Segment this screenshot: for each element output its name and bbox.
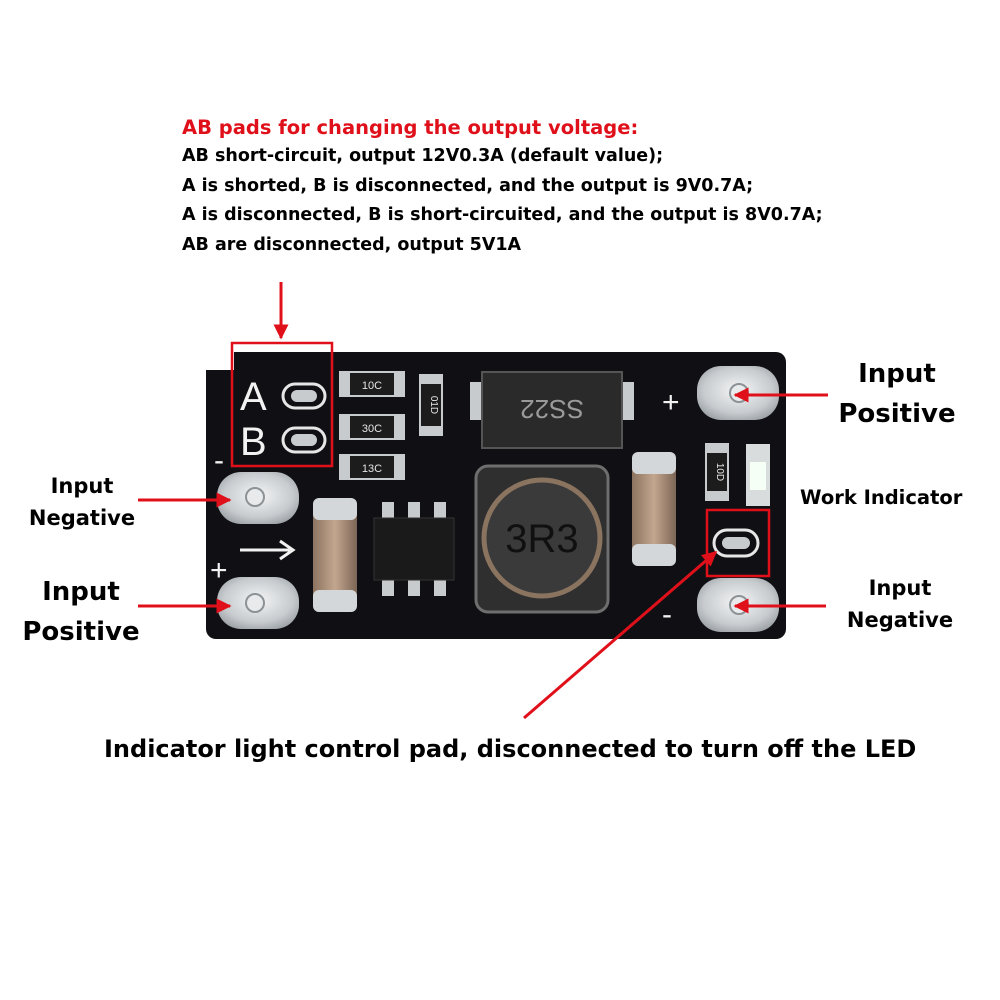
label-input-positive-left-line1: Input	[42, 577, 120, 607]
silk-minus-left: -	[214, 444, 224, 477]
diode-code: SS22	[520, 394, 584, 424]
label-input-positive-right-line1: Input	[858, 359, 936, 389]
header-callout: AB pads for changing the output voltage:…	[182, 114, 823, 260]
label-input-negative-left-line1: Input	[50, 474, 114, 498]
header-title: AB pads for changing the output voltage:	[182, 116, 639, 139]
header-line-4: AB are disconnected, output 5V1A	[182, 234, 522, 255]
label-input-negative-left-line2: Negative	[28, 506, 136, 530]
label-input-positive-left-line2: Positive	[22, 617, 140, 647]
capacitor-right	[632, 452, 676, 566]
resistor-3-code: 13C	[362, 463, 382, 475]
inductor-code: 3R3	[505, 517, 578, 561]
led-work-indicator	[746, 444, 770, 506]
resistor-5-code: 10D	[714, 463, 725, 481]
resistor-1: 10C	[339, 371, 405, 397]
silk-flow-arrow	[240, 539, 296, 561]
resistor-4: 01D	[419, 374, 443, 436]
pad-input-negative-left	[217, 472, 299, 524]
led-control-pad	[712, 528, 760, 558]
resistor-4-code: 01D	[428, 396, 439, 414]
header-line-1: AB short-circuit, output 12V0.3A (defaul…	[182, 146, 664, 166]
header-line-2: A is shorted, B is disconnected, and the…	[182, 175, 754, 196]
pad-input-positive-right	[697, 366, 779, 420]
pad-input-positive-left	[217, 577, 299, 629]
resistor-1-code: 10C	[362, 380, 382, 392]
led-pad-highlight-box	[705, 508, 771, 578]
resistor-2: 30C	[339, 414, 405, 440]
label-work-indicator: Work Indicator	[800, 486, 963, 509]
pad-a-label: A	[240, 375, 267, 419]
label-input-positive-right-line2: Positive	[838, 399, 956, 429]
ab-pad-highlight-box	[230, 341, 334, 468]
label-indicator-pad: Indicator light control pad, disconnecte…	[104, 735, 917, 763]
capacitor-left	[313, 498, 357, 612]
pad-b-solder	[281, 426, 327, 454]
label-input-negative-right: Input Negative	[836, 572, 964, 636]
resistor-3: 13C	[339, 454, 405, 480]
resistor-2-code: 30C	[362, 423, 382, 435]
label-input-positive-right: Input Positive	[828, 354, 966, 434]
inductor-3r3: 3R3	[474, 464, 610, 614]
header-line-3: A is disconnected, B is short-circuited,…	[182, 205, 823, 225]
diode-ss22: SS22	[470, 371, 634, 449]
ic-chip	[373, 502, 455, 596]
label-input-positive-left: Input Positive	[16, 572, 146, 652]
pad-a-solder	[281, 382, 327, 410]
label-input-negative-right-line2: Negative	[846, 608, 954, 632]
pad-b-label: B	[240, 420, 267, 464]
pcb-notch	[206, 352, 234, 370]
silk-minus-right: -	[662, 598, 672, 631]
silk-plus-left: +	[210, 554, 228, 587]
resistor-5: 10D	[705, 443, 729, 501]
arrow-led-control-pad	[523, 550, 718, 720]
silk-plus-right: +	[662, 386, 680, 419]
label-input-negative-left: Input Negative	[20, 470, 144, 534]
label-input-negative-right-line1: Input	[868, 576, 932, 600]
